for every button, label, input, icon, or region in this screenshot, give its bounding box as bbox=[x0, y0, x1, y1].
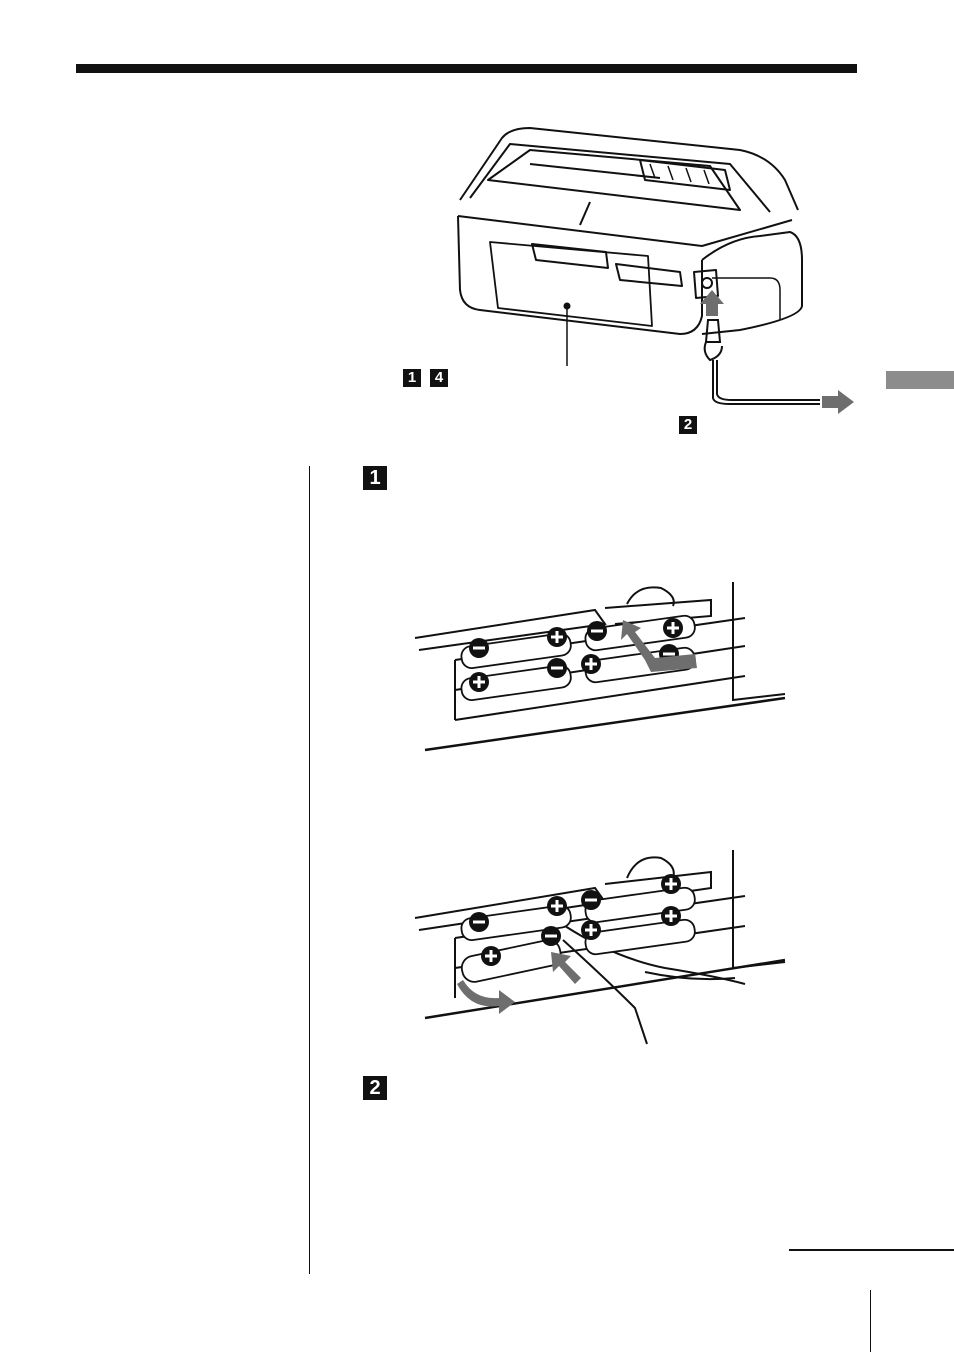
header-rule bbox=[76, 64, 857, 73]
figure-step-marker: 4 bbox=[430, 369, 448, 387]
figure-step-marker: 1 bbox=[403, 369, 421, 387]
step-1-marker: 1 bbox=[363, 466, 387, 490]
printer-rear-illustration bbox=[440, 120, 860, 420]
continued-rule bbox=[789, 1249, 954, 1251]
figure-step-marker: 2 bbox=[679, 416, 697, 434]
section-tab bbox=[886, 371, 954, 389]
page-number-divider bbox=[870, 1290, 871, 1352]
battery-insertion-illustration-2 bbox=[415, 848, 785, 1058]
column-rule bbox=[309, 466, 310, 1274]
battery-insertion-illustration-1 bbox=[415, 580, 785, 760]
step-2-marker: 2 bbox=[363, 1076, 387, 1100]
